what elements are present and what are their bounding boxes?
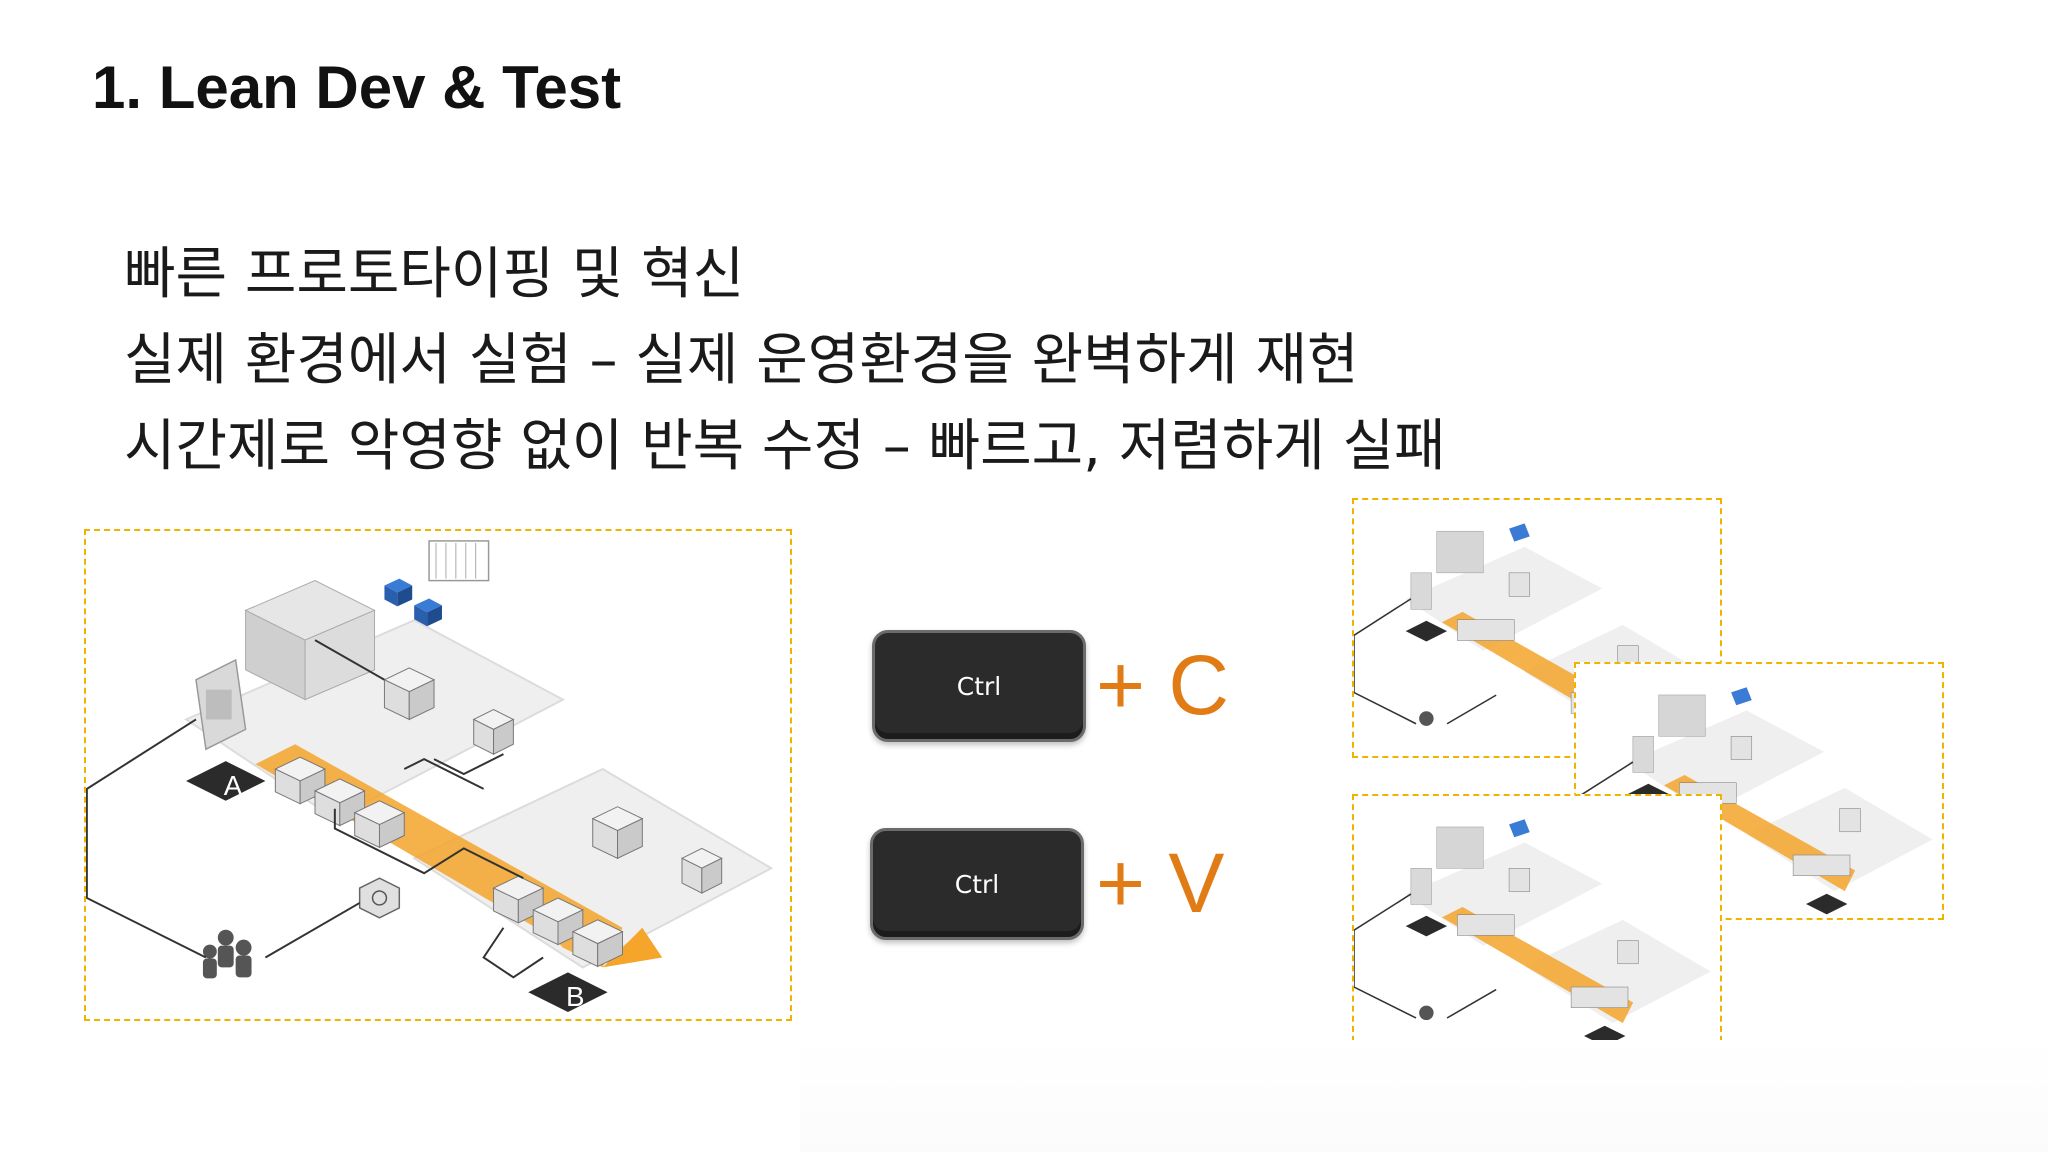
architecture-diagram-svg: A B bbox=[86, 531, 790, 1019]
background-fade bbox=[800, 1040, 2048, 1152]
bullet-item: 빠른 프로토타이핑 및 혁신 bbox=[124, 232, 1446, 318]
architecture-diagram: A B bbox=[84, 529, 792, 1021]
bullet-item: 시간제로 악영향 없이 반복 수정 – 빠르고, 저렴하게 실패 bbox=[124, 404, 1446, 490]
cloud-service-icon bbox=[384, 541, 488, 626]
ctrl-key-paste: Ctrl bbox=[870, 828, 1084, 940]
load-balancer-icon bbox=[360, 878, 400, 918]
ctrl-key-label: Ctrl bbox=[955, 870, 999, 899]
copied-diagram-3 bbox=[1352, 794, 1722, 1052]
bullet-list: 빠른 프로토타이핑 및 혁신 실제 환경에서 실험 – 실제 운영환경을 완벽하… bbox=[124, 232, 1446, 490]
bullet-item: 실제 환경에서 실험 – 실제 운영환경을 완벽하게 재현 bbox=[124, 318, 1446, 404]
zone-a-label: A bbox=[186, 761, 265, 801]
zone-a-text: A bbox=[224, 770, 243, 801]
copy-shortcut-text: + C bbox=[1096, 640, 1229, 730]
paste-shortcut-text: + V bbox=[1096, 838, 1224, 928]
ctrl-key-copy: Ctrl bbox=[872, 630, 1086, 742]
zone-b-text: B bbox=[566, 981, 585, 1012]
zone-b-label: B bbox=[528, 972, 607, 1012]
ctrl-key-label: Ctrl bbox=[957, 672, 1001, 701]
slide-title: 1. Lean Dev & Test bbox=[92, 52, 621, 124]
users-icon bbox=[203, 930, 252, 979]
mini-diagram-svg bbox=[1354, 796, 1720, 1050]
